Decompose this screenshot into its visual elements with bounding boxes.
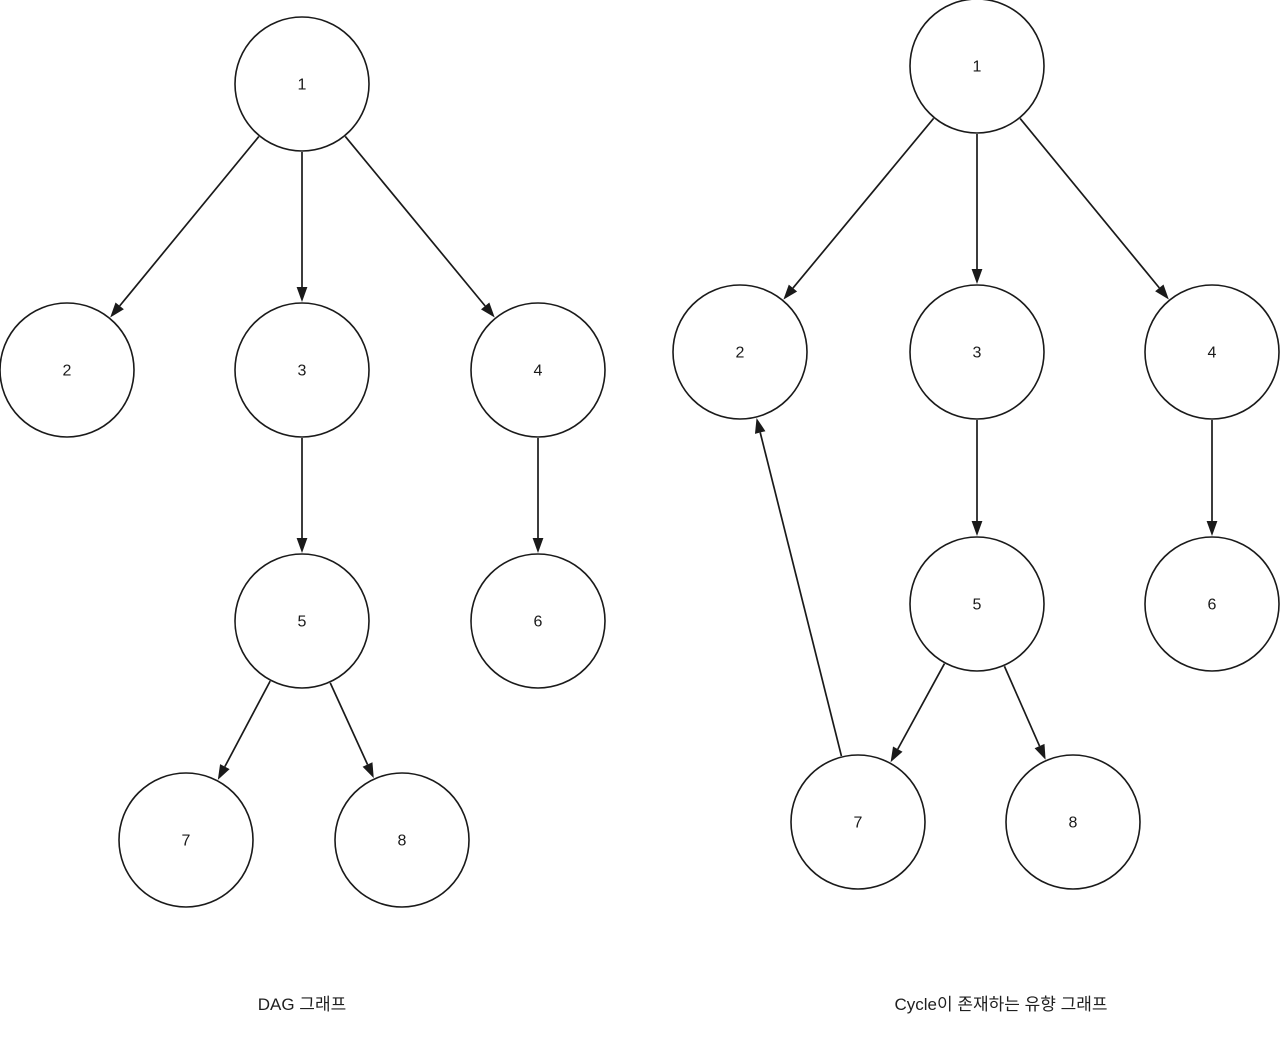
node-label: 2 <box>736 345 745 362</box>
edge-m5-to-m8 <box>1003 665 1046 760</box>
graph-node-7[interactable]: 7 <box>118 772 254 908</box>
arrowhead-icon <box>296 538 308 553</box>
graph-node-3[interactable]: 3 <box>234 302 370 438</box>
arrowhead-icon <box>971 269 983 284</box>
nodes-group: 1 2 3 4 5 6 7 8 <box>0 16 606 908</box>
edge-line <box>792 117 935 289</box>
node-label: 5 <box>298 614 307 631</box>
arrowhead-icon <box>1034 743 1046 760</box>
node-label: 5 <box>973 597 982 614</box>
arrowhead-icon <box>110 302 124 318</box>
graph-node-8[interactable]: 8 <box>334 772 470 908</box>
graph-node-4[interactable]: 4 <box>470 302 606 438</box>
arrowhead-icon <box>362 762 374 779</box>
graph-node-2[interactable]: 2 <box>672 284 808 420</box>
node-label: 6 <box>1208 597 1217 614</box>
graph-node-1[interactable]: 1 <box>909 0 1045 134</box>
node-label: 3 <box>973 345 982 362</box>
graph-node-7[interactable]: 7 <box>790 754 926 890</box>
graph-node-4[interactable]: 4 <box>1144 284 1280 420</box>
arrowhead-icon <box>1155 284 1169 300</box>
edge-line <box>344 135 486 307</box>
node-circle[interactable] <box>118 772 254 908</box>
edge-line <box>119 136 260 307</box>
nodes-group: 1 2 3 4 5 6 7 8 <box>672 0 1280 890</box>
arrowhead-icon <box>217 764 230 780</box>
graph-node-3[interactable]: 3 <box>909 284 1045 420</box>
arrowhead-icon <box>532 538 544 553</box>
graph-node-1[interactable]: 1 <box>234 16 370 152</box>
arrowhead-icon <box>1206 521 1218 536</box>
arrowhead-icon <box>296 287 308 302</box>
node-circle[interactable] <box>334 772 470 908</box>
node-label: 3 <box>298 363 307 380</box>
node-label: 7 <box>854 815 863 832</box>
node-circle[interactable] <box>0 302 135 438</box>
graph-node-5[interactable]: 5 <box>909 536 1045 672</box>
edge-n5-to-n8 <box>329 682 374 779</box>
node-label: 1 <box>973 59 982 76</box>
node-circle[interactable] <box>470 553 606 689</box>
node-circle[interactable] <box>790 754 926 890</box>
node-label: 1 <box>298 77 307 94</box>
edge-line <box>1019 118 1160 289</box>
edge-m3-to-m5 <box>971 420 983 536</box>
edge-line <box>897 663 946 750</box>
arrowhead-icon <box>971 521 983 536</box>
node-label: 8 <box>398 833 407 850</box>
node-circle[interactable] <box>909 0 1045 134</box>
arrowhead-icon <box>783 284 798 300</box>
edge-m7-to-m2 <box>754 417 843 757</box>
arrowhead-icon <box>754 417 766 434</box>
graph-node-5[interactable]: 5 <box>234 553 370 689</box>
edge-m5-to-m7 <box>890 663 946 763</box>
edge-line <box>329 682 369 765</box>
node-label: 8 <box>1069 815 1078 832</box>
node-label: 2 <box>63 363 72 380</box>
edge-n1-to-n2 <box>110 136 260 318</box>
graph-node-2[interactable]: 2 <box>0 302 135 438</box>
graph-node-8[interactable]: 8 <box>1005 754 1141 890</box>
node-circle[interactable] <box>909 536 1045 672</box>
node-label: 4 <box>534 363 543 380</box>
node-label: 7 <box>182 833 191 850</box>
edges-group <box>110 135 544 780</box>
node-circle[interactable] <box>672 284 808 420</box>
edge-line <box>224 680 271 768</box>
node-circle[interactable] <box>234 302 370 438</box>
edge-m1-to-m2 <box>783 117 935 300</box>
arrowhead-icon <box>481 302 495 318</box>
graph-node-6[interactable]: 6 <box>1144 536 1280 672</box>
edge-n1-to-n3 <box>296 152 308 302</box>
node-circle[interactable] <box>909 284 1045 420</box>
edge-n5-to-n7 <box>217 680 271 780</box>
node-circle[interactable] <box>234 553 370 689</box>
edge-m1-to-m3 <box>971 134 983 284</box>
arrowhead-icon <box>890 746 903 763</box>
edge-n1-to-n4 <box>344 135 495 318</box>
edge-line <box>759 432 843 757</box>
node-label: 4 <box>1208 345 1217 362</box>
node-circle[interactable] <box>1144 284 1280 420</box>
graph-node-6[interactable]: 6 <box>470 553 606 689</box>
node-label: 6 <box>534 614 543 631</box>
edges-group <box>754 117 1218 763</box>
graph-caption: DAG 그래프 <box>258 995 346 1014</box>
node-circle[interactable] <box>234 16 370 152</box>
node-circle[interactable] <box>1144 536 1280 672</box>
edge-n4-to-n6 <box>532 438 544 553</box>
graph-caption: Cycle이 존재하는 유향 그래프 <box>894 995 1107 1014</box>
node-circle[interactable] <box>1005 754 1141 890</box>
edge-m4-to-m6 <box>1206 420 1218 536</box>
edge-n3-to-n5 <box>296 438 308 553</box>
node-circle[interactable] <box>470 302 606 438</box>
edge-m1-to-m4 <box>1019 118 1169 300</box>
edge-line <box>1003 665 1041 747</box>
